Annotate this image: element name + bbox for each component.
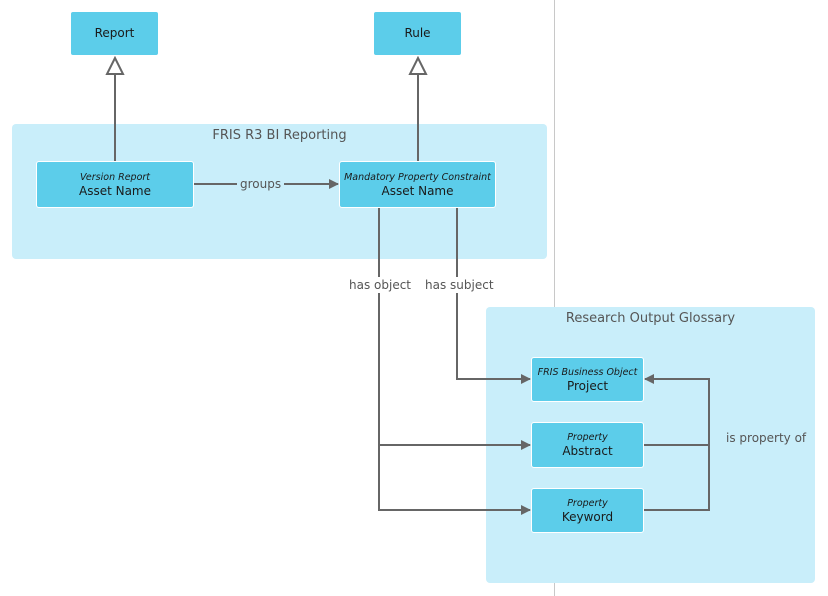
- generalization-arrowhead: [105, 55, 125, 75]
- node-name: Keyword: [561, 509, 614, 524]
- edge-label-is-property-of: is property of: [723, 430, 810, 446]
- node-mandatory-property-constraint[interactable]: Mandatory Property Constraint Asset Name: [339, 161, 496, 208]
- node-kind: FRIS Business Object: [537, 366, 638, 378]
- node-kind: Version Report: [79, 171, 151, 183]
- group-title: Research Output Glossary: [565, 311, 736, 326]
- edge-label-has-subject: has subject: [422, 277, 497, 293]
- node-name: Report: [94, 26, 135, 40]
- node-kind: Mandatory Property Constraint: [344, 171, 491, 183]
- generalization-arrowhead: [408, 55, 428, 75]
- node-version-report[interactable]: Version Report Asset Name: [36, 161, 194, 208]
- node-name: Rule: [404, 26, 431, 40]
- node-rule[interactable]: Rule: [373, 11, 462, 56]
- group-title: FRIS R3 BI Reporting: [212, 128, 347, 143]
- node-kind: Property: [567, 497, 608, 509]
- edge-has-object-keyword: [378, 445, 531, 515]
- node-keyword[interactable]: Property Keyword: [531, 488, 644, 533]
- edge-has-object-abstract: [378, 208, 531, 450]
- edge-label-groups: groups: [237, 176, 285, 192]
- edge-has-subject: [456, 208, 531, 384]
- node-kind: Property: [567, 432, 608, 443]
- canvas-divider: [554, 0, 555, 596]
- node-report[interactable]: Report: [70, 11, 159, 56]
- node-name: Asset Name: [78, 183, 152, 198]
- edge-label-has-object: has object: [346, 277, 415, 293]
- edge-is-property-of-keyword: [643, 374, 710, 511]
- node-name: Project: [566, 378, 609, 393]
- node-project[interactable]: FRIS Business Object Project: [531, 357, 644, 402]
- node-name: Abstract: [562, 444, 613, 458]
- node-abstract[interactable]: Property Abstract: [531, 422, 644, 468]
- node-name: Asset Name: [381, 183, 454, 198]
